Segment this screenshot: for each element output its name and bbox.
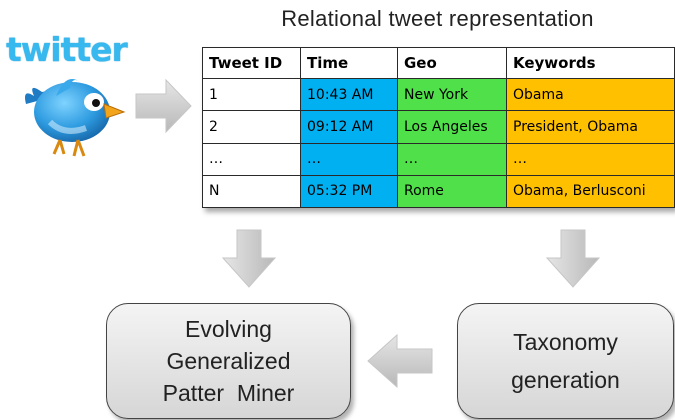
cell-geo: Los Angeles bbox=[397, 110, 507, 144]
cell-keywords: … bbox=[506, 142, 675, 176]
header-time: Time bbox=[300, 47, 398, 79]
taxonomy-box: Taxonomy generation bbox=[457, 303, 674, 419]
cell-geo: … bbox=[397, 142, 507, 176]
table-row: 2 09:12 AM Los Angeles President, Obama bbox=[202, 110, 675, 144]
cell-tweet-id: … bbox=[202, 142, 301, 176]
miner-box-line-1: Evolving bbox=[185, 316, 272, 342]
cell-geo: New York bbox=[397, 77, 507, 112]
taxonomy-box-line-1: Taxonomy bbox=[513, 329, 618, 355]
miner-box-line-2: Generalized bbox=[166, 348, 291, 374]
cell-keywords: Obama, Berlusconi bbox=[506, 174, 675, 209]
diagram-title: Relational tweet representation bbox=[281, 6, 594, 31]
cell-tweet-id: 1 bbox=[202, 77, 301, 112]
cell-tweet-id: 2 bbox=[202, 110, 301, 144]
cell-time: 10:43 AM bbox=[300, 77, 398, 112]
miner-box: Evolving Generalized Patter Miner bbox=[106, 303, 351, 419]
arrow-right-icon bbox=[135, 78, 192, 134]
arrow-down-icon bbox=[545, 229, 601, 288]
miner-box-line-3: Patter Miner bbox=[162, 380, 295, 406]
table-row: 1 10:43 AM New York Obama bbox=[202, 77, 675, 112]
arrow-left-icon bbox=[367, 333, 433, 389]
cell-tweet-id: N bbox=[202, 174, 301, 209]
arrow-down-icon bbox=[221, 229, 277, 288]
twitter-bird-icon bbox=[25, 79, 126, 157]
tweet-table: Tweet ID Time Geo Keywords 1 10:43 AM Ne… bbox=[202, 47, 675, 209]
header-tweet-id: Tweet ID bbox=[202, 47, 301, 79]
twitter-logo-text: twitter bbox=[6, 30, 128, 69]
table-row: … … … … bbox=[202, 142, 675, 176]
cell-keywords: President, Obama bbox=[506, 110, 675, 144]
cell-geo: Rome bbox=[397, 174, 507, 209]
taxonomy-box-line-2: generation bbox=[511, 367, 620, 393]
table-row: N 05:32 PM Rome Obama, Berlusconi bbox=[202, 174, 675, 209]
header-geo: Geo bbox=[397, 47, 507, 79]
table-header-row: Tweet ID Time Geo Keywords bbox=[202, 47, 675, 79]
cell-time: 05:32 PM bbox=[300, 174, 398, 209]
cell-keywords: Obama bbox=[506, 77, 675, 112]
header-keywords: Keywords bbox=[506, 47, 675, 79]
cell-time: 09:12 AM bbox=[300, 110, 398, 144]
cell-time: … bbox=[300, 142, 398, 176]
